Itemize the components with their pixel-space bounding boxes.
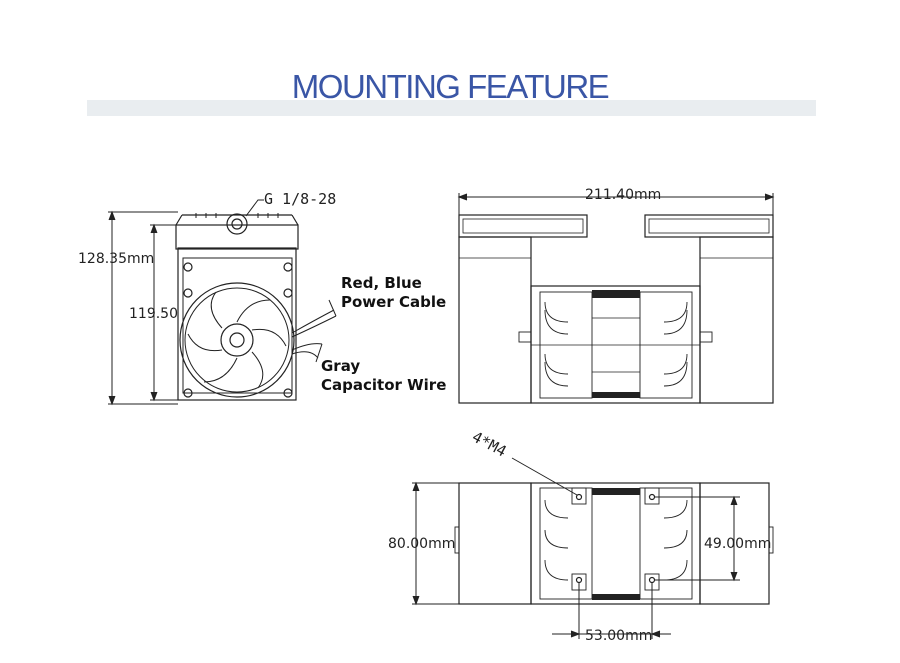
cooling-fan-shroud	[179, 282, 295, 398]
dimension-hole-vertical	[655, 495, 740, 582]
title-banner	[87, 100, 816, 116]
motor-fins	[544, 301, 688, 387]
overall-width-label: 211.40mm	[585, 187, 661, 203]
bottom-left-block	[458, 482, 532, 605]
overall-height-label: 128.35mm	[78, 251, 154, 267]
right-cylinder-block	[699, 236, 774, 404]
mounting-holes	[571, 487, 660, 591]
capacitor-wire	[291, 343, 323, 363]
front-view	[457, 193, 775, 404]
page-title: MOUNTING FEATURE	[291, 68, 610, 105]
fan-blades	[187, 291, 287, 389]
body-height-label: 119.50	[129, 306, 178, 322]
side-view	[108, 199, 337, 406]
fan-hub	[220, 323, 254, 357]
dimension-body-height	[150, 223, 178, 402]
bottom-view	[412, 457, 774, 639]
body-depth-label: 80.00mm	[388, 536, 455, 552]
motor-section	[530, 285, 701, 404]
dimension-hole-horizontal	[552, 582, 671, 639]
corner-screws	[183, 262, 293, 398]
dimension-body-depth	[412, 481, 459, 606]
left-pump-head	[458, 214, 588, 238]
motor-shaft	[592, 290, 640, 398]
capacitor-label-line2: Capacitor Wire	[321, 376, 446, 394]
right-pump-head	[644, 214, 774, 238]
dimension-overall-width	[457, 193, 775, 215]
hole-callout-leader	[511, 457, 578, 496]
pump-head-outline	[175, 224, 299, 250]
port-label: G 1/8-28	[264, 190, 336, 208]
cable-label-line2: Power Cable	[341, 293, 446, 311]
cable-label-line1: Red, Blue	[341, 274, 422, 292]
hole-vertical-label: 49.00mm	[704, 536, 771, 552]
hole-horizontal-label: 53.00mm	[585, 628, 652, 644]
power-cable	[291, 299, 337, 338]
hole-callout-label: 4*M4	[469, 428, 509, 461]
port-fitting	[226, 213, 248, 235]
capacitor-label-line1: Gray	[321, 357, 360, 375]
bottom-motor-section	[530, 482, 701, 605]
left-cylinder-block	[458, 236, 532, 404]
pump-body-outline	[177, 247, 297, 401]
dimension-overall-height	[108, 210, 178, 406]
